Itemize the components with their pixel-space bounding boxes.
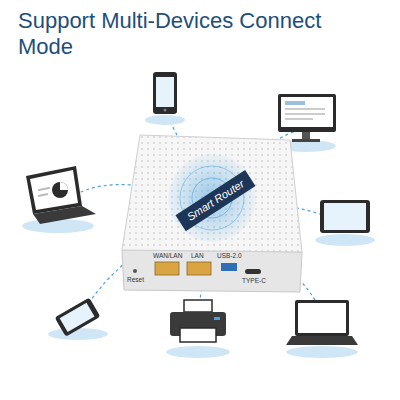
- port-label: USB-2.0: [217, 253, 242, 260]
- phone-icon: [153, 72, 177, 114]
- printer-icon: [170, 300, 226, 342]
- port-label: WAN/LAN: [153, 253, 182, 260]
- port-label: TYPE-C: [242, 278, 266, 285]
- laptop-icon: [286, 300, 358, 345]
- router-body: ResetWAN/LANLANUSB-2.0TYPE-CSmart Router: [115, 128, 310, 300]
- phone-icon: [55, 298, 101, 337]
- device-shadows: [22, 115, 375, 358]
- laptop-icon: [26, 166, 96, 224]
- desktop-icon: [278, 94, 336, 142]
- diagram-title: Support Multi-Devices Connect Mode: [18, 8, 363, 61]
- port-label: Reset: [127, 277, 144, 284]
- tablet-icon: [320, 200, 370, 233]
- port-label: LAN: [191, 253, 204, 260]
